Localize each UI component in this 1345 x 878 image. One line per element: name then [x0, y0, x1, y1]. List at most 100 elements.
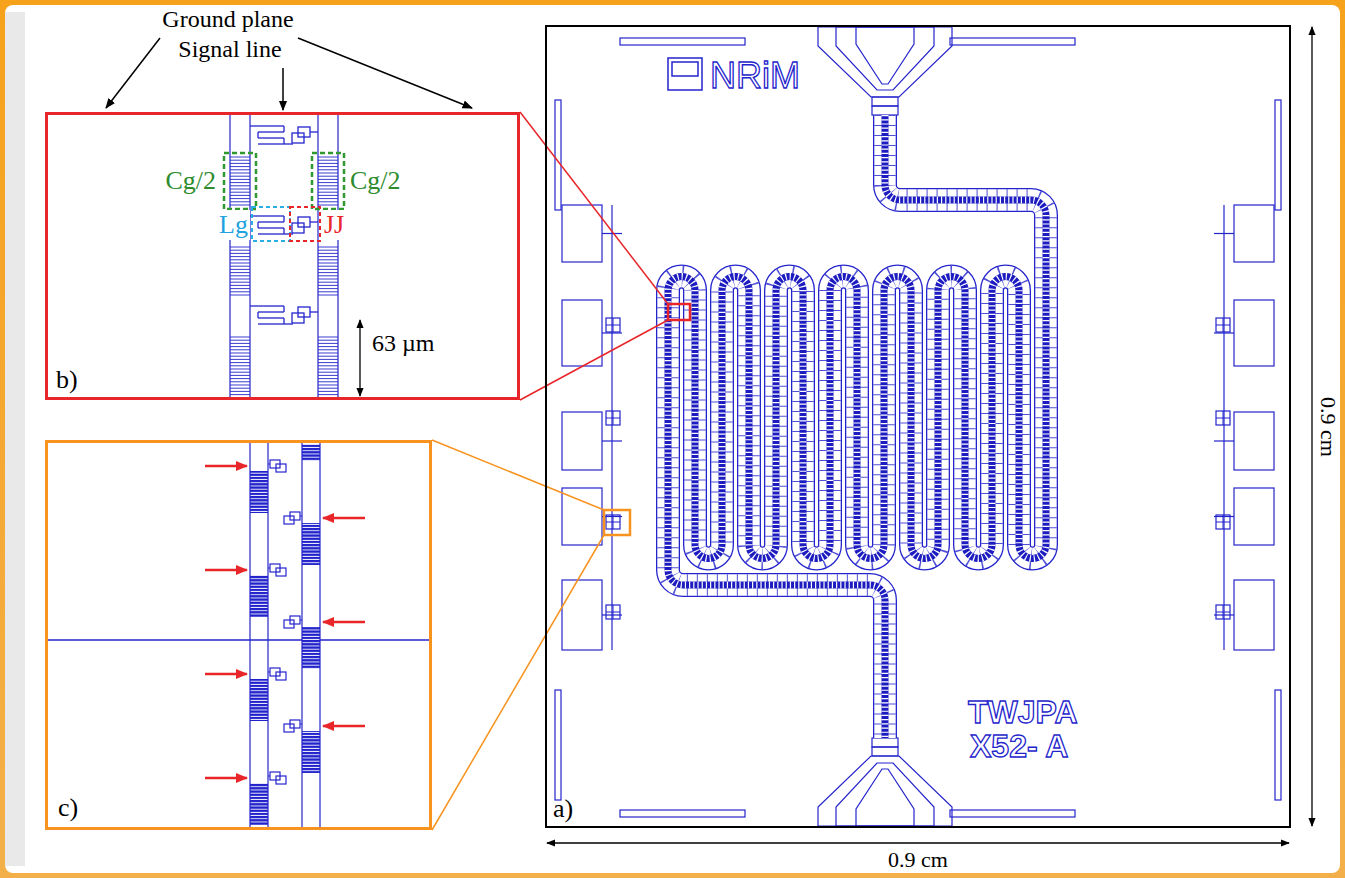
test-structure: [1216, 318, 1230, 332]
pointer-arrow: [282, 68, 284, 110]
launcher-taper: [836, 27, 934, 90]
capacitor-finger: [318, 279, 338, 280]
capacitor-finger: [230, 291, 250, 292]
bond-pad: [1234, 412, 1274, 470]
capacitor-finger: [318, 192, 338, 193]
bond-pad: [562, 205, 602, 262]
capacitor-finger: [230, 375, 250, 376]
component-label: Cg/2: [350, 166, 401, 196]
dimension-arrow: [359, 320, 360, 396]
panel-letter: c): [58, 793, 78, 823]
capacitor-finger: [230, 163, 250, 164]
capacitor-finger: [318, 346, 338, 347]
ground-edge: [301, 443, 302, 827]
capacitor-finger: [230, 359, 250, 360]
launcher-taper: [856, 27, 914, 84]
dc-line: [1223, 205, 1224, 650]
capacitor-finger: [318, 266, 338, 267]
capacitor-finger: [318, 256, 338, 257]
junction-pointer: [205, 569, 247, 572]
ground-outline: [668, 115, 1046, 738]
alignment-mark: [555, 100, 561, 210]
zoom-line: [432, 535, 604, 830]
capacitor-finger: [230, 176, 250, 177]
capacitor-finger: [318, 195, 338, 196]
capacitor-finger: [318, 365, 338, 366]
inductor-meander: [258, 221, 284, 222]
capacitor-finger: [318, 176, 338, 177]
component-label: Lg: [217, 210, 250, 240]
launcher-taper: [856, 769, 914, 826]
junction-pointer: [323, 621, 365, 624]
capacitor-block: [302, 731, 320, 773]
dimension-arrow: [547, 842, 1289, 843]
bond-pad: [562, 488, 602, 545]
signal-line: [668, 115, 1046, 738]
logo-mark: [668, 58, 702, 90]
capacitor-finger: [230, 173, 250, 174]
capacitor-finger: [318, 288, 338, 289]
capacitor-finger: [318, 343, 338, 344]
alignment-mark: [1275, 690, 1281, 800]
chip-name-text: X52- A: [970, 728, 1068, 765]
inductor-meander: [258, 233, 284, 234]
capacitor-finger: [318, 394, 338, 395]
capacitor-finger: [318, 388, 338, 389]
junction-electrode: [284, 724, 294, 732]
junction-pointer: [323, 725, 365, 728]
dc-line: [611, 205, 612, 650]
panel-letter: b): [56, 365, 78, 395]
capacitor-finger: [230, 182, 250, 183]
bond-pad: [562, 412, 602, 470]
capacitor-finger: [318, 391, 338, 392]
bond-pad: [562, 300, 602, 366]
inductor-meander: [283, 126, 284, 132]
ground-gap: [668, 115, 1046, 738]
bond-pad: [1234, 580, 1274, 650]
capacitor-finger: [318, 275, 338, 276]
panel-letter: a): [553, 794, 573, 824]
test-structure: [613, 318, 614, 332]
logo-mark: [672, 62, 698, 76]
capacitor-finger: [230, 189, 250, 190]
launcher-taper: [836, 763, 934, 826]
dimension-label: 0.9 cm: [1317, 397, 1339, 457]
capacitor-finger: [318, 269, 338, 270]
capacitor-finger: [230, 160, 250, 161]
junction-electrode: [298, 127, 310, 137]
capacitor-finger: [318, 291, 338, 292]
ground-edge: [267, 443, 268, 827]
inductor-meander: [257, 222, 258, 228]
inductor-meander: [283, 318, 284, 324]
capacitor-finger: [318, 372, 338, 373]
capacitor-finger: [230, 362, 250, 363]
slide-side-strip: [5, 12, 25, 866]
ground-edge: [249, 443, 250, 827]
meander-transmission-line: [668, 115, 1046, 738]
capacitor-highlight: [312, 153, 344, 209]
inductor-meander: [258, 125, 284, 126]
capacitor-finger: [230, 195, 250, 196]
alignment-mark: [1275, 100, 1281, 210]
capacitor-finger: [230, 205, 250, 206]
capacitor-finger: [318, 160, 338, 161]
inductor-meander: [283, 228, 284, 234]
chip-name-text: TWJPA: [968, 694, 1078, 731]
capacitor-finger: [318, 340, 338, 341]
capacitor-finger: [318, 353, 338, 354]
capacitor-block: [250, 575, 268, 617]
capacitor-finger: [318, 198, 338, 199]
capacitor-finger: [230, 169, 250, 170]
capacitor-finger: [230, 369, 250, 370]
annotation-label: Ground plane: [162, 6, 293, 34]
inductor-meander: [283, 306, 284, 312]
capacitor-finger: [318, 169, 338, 170]
bond-pad: [562, 580, 602, 650]
inductor-meander: [258, 143, 284, 144]
capacitor-finger: [318, 263, 338, 264]
capacitor-block: [302, 627, 320, 669]
alignment-mark: [950, 38, 1075, 45]
inductor-meander: [258, 131, 284, 132]
capacitor-block: [250, 471, 268, 513]
